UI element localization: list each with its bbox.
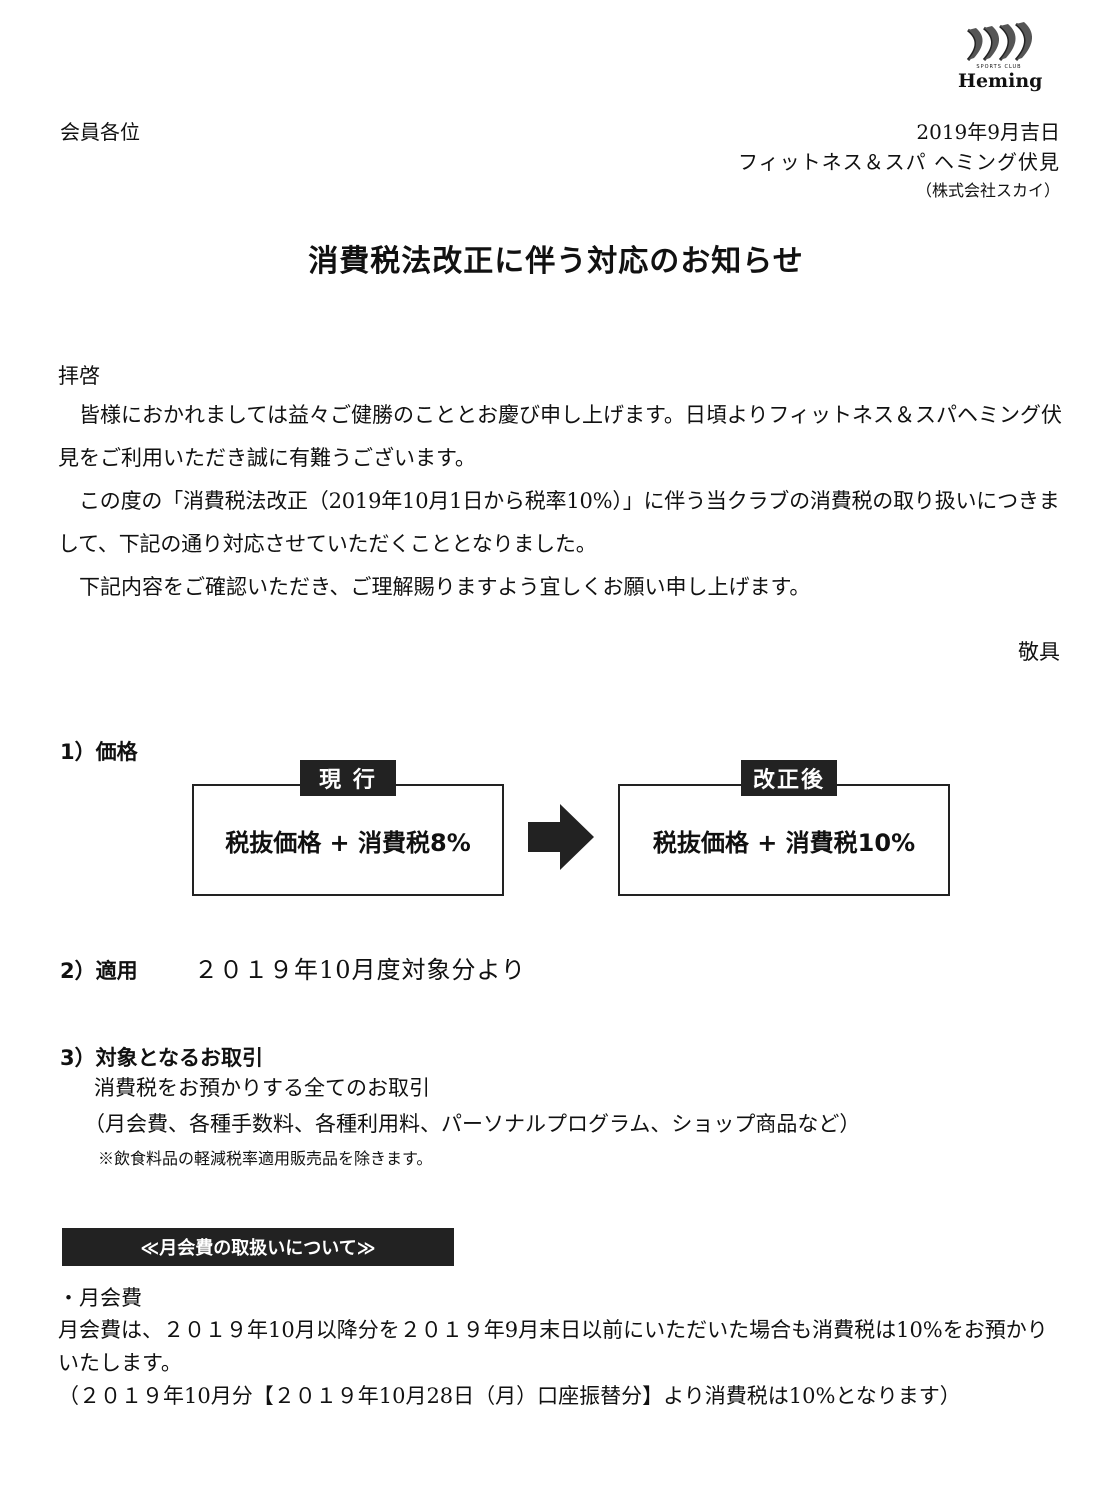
current-label: 現 行 (300, 760, 396, 796)
paragraph-3: 下記内容をご確認いただき、ご理解賜りますよう宜しくお願い申し上げます。 (79, 575, 811, 599)
monthly-fee-banner: ≪月会費の取扱いについて≫ (62, 1228, 454, 1266)
heming-logo-icon (966, 22, 1033, 62)
revised-label: 改正後 (741, 760, 837, 796)
section-heading-transactions: 3）対象となるお取引 (60, 1046, 263, 1070)
monthly-fee-description: 月会費は、２０１９年10月以降分を２０１９年9月末日以前にいただいた場合も消費税… (58, 1318, 1048, 1375)
arrow-right-icon (528, 804, 594, 870)
current-price-value: 税抜価格 + 消費税8% (225, 828, 471, 857)
transactions-note: ※飲食料品の軽減税率適用販売品を除きます。 (98, 1149, 433, 1168)
paragraph-1: 皆様におかれましては益々ご健勝のこととお慶び申し上げます。日頃よりフィットネス＆… (58, 403, 1063, 470)
transactions-line-1: 消費税をお預かりする全てのお取引 (94, 1076, 430, 1100)
monthly-fee-bullet: ・月会費 (58, 1286, 142, 1310)
company-name: （株式会社スカイ） (915, 181, 1060, 200)
letter-date: 2019年9月吉日 (916, 120, 1060, 144)
application-text: ２０１９年10月度対象分より (194, 956, 527, 984)
monthly-fee-note: （２０１９年10月分【２０１９年10月28日（月）口座振替分】より消費税は10%… (58, 1384, 961, 1408)
section-heading-application: 2）適用 (60, 959, 138, 983)
recipient: 会員各位 (60, 120, 140, 144)
paragraph-2: この度の「消費税法改正（2019年10月1日から税率10%）」に伴う当クラブの消… (58, 489, 1060, 556)
revised-price-box: 税抜価格 + 消費税10% (618, 784, 950, 896)
transactions-line-2: （月会費、各種手数料、各種利用料、パーソナルプログラム、ショップ商品など） (84, 1112, 861, 1136)
section-heading-price: 1）価格 (60, 740, 138, 764)
logo-wordmark: Heming (958, 70, 1043, 92)
revised-price-value: 税抜価格 + 消費税10% (652, 828, 916, 857)
sender-name: フィットネス＆スパ ヘミング伏見 (738, 150, 1060, 174)
closing: 敬具 (1018, 640, 1060, 664)
logo-subtitle: SPORTS CLUB (976, 64, 1022, 70)
greeting: 拝啓 (58, 364, 100, 388)
document-title: 消費税法改正に伴う対応のお知らせ (308, 244, 804, 279)
current-price-box: 税抜価格 + 消費税8% (192, 784, 504, 896)
